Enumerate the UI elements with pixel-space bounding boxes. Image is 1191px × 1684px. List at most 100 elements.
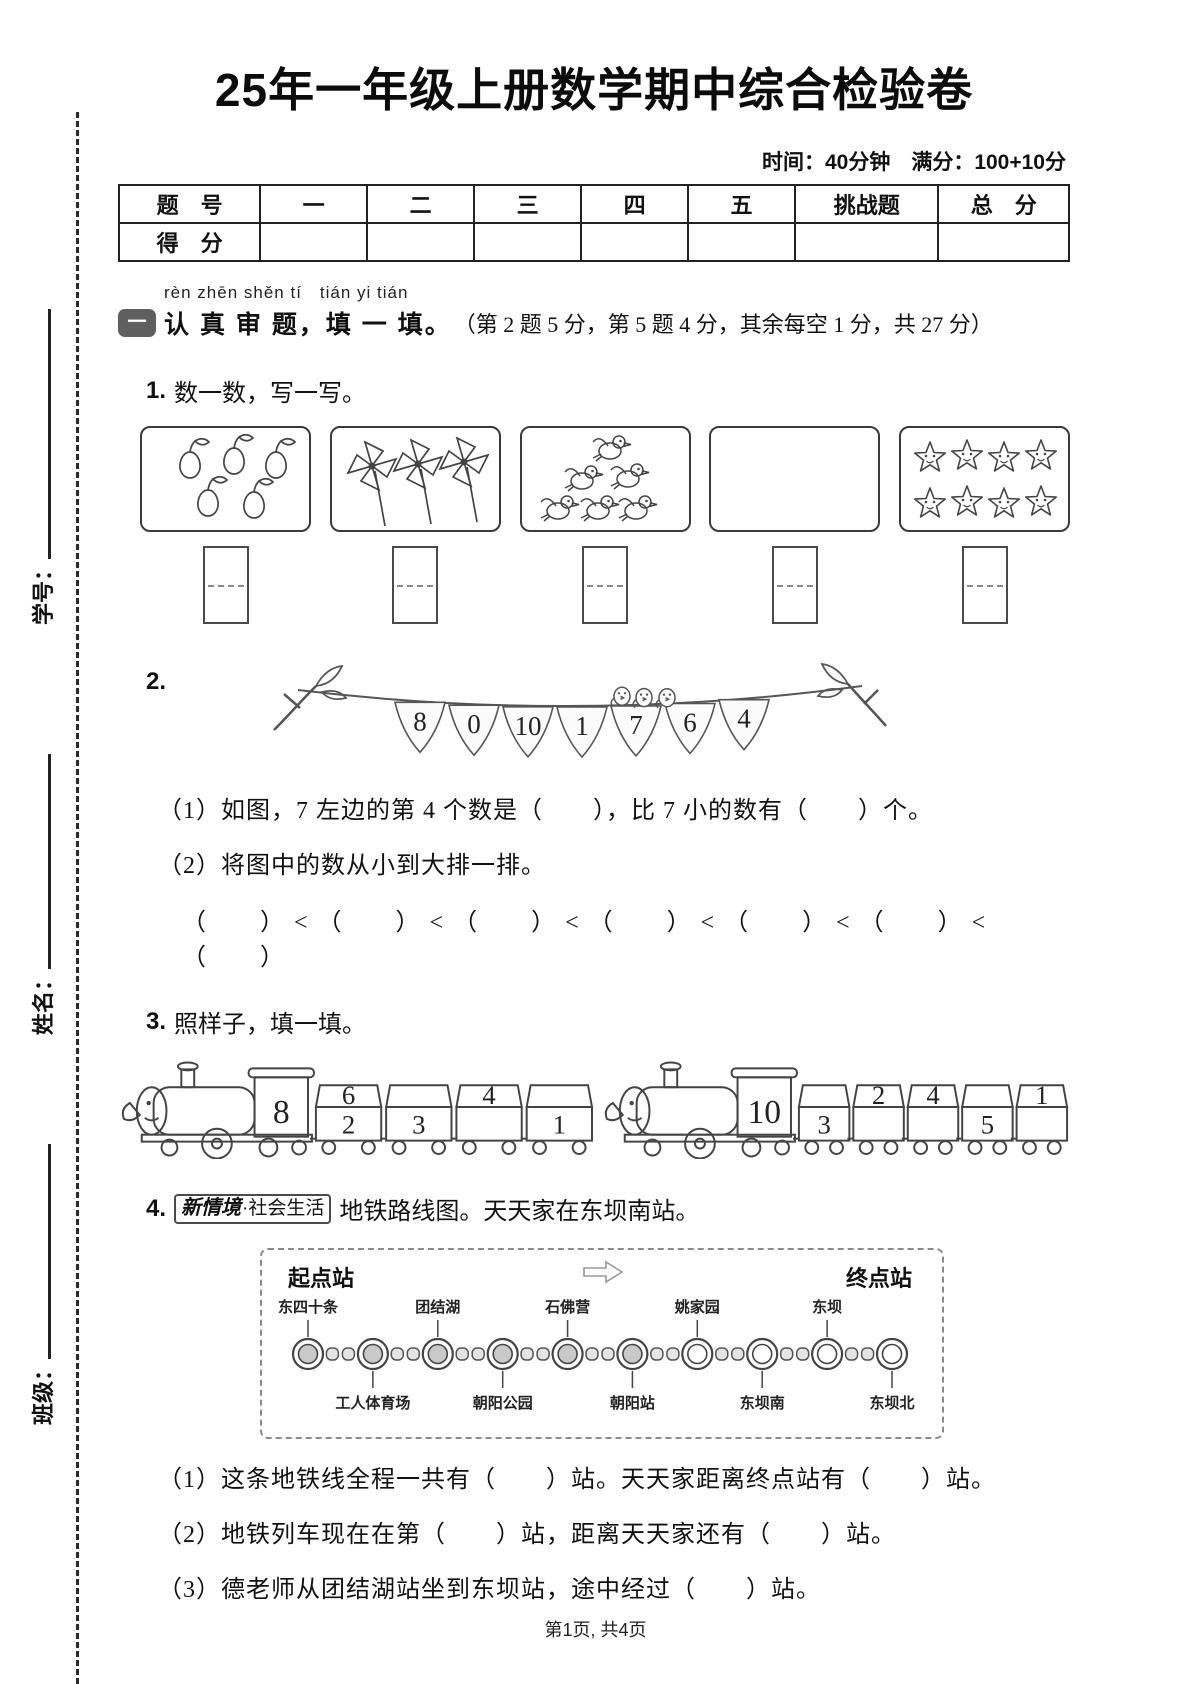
pennant: [610, 705, 663, 758]
car-roof-number: 1: [1035, 1080, 1048, 1110]
rail-link: [520, 1347, 534, 1361]
bird-icon: [563, 465, 603, 492]
rail-link: [715, 1347, 729, 1361]
car-body-number: 1: [553, 1110, 566, 1140]
branch-left-icon: [273, 664, 348, 731]
engine-number: 10: [747, 1094, 781, 1131]
direction-arrow-icon: [583, 1260, 624, 1284]
station-name: 姚家园: [674, 1298, 720, 1316]
train-car: [450, 1084, 523, 1155]
bird-icon: [591, 435, 631, 462]
station-name: 东四十条: [278, 1298, 339, 1316]
pennant: [448, 704, 501, 757]
q4-number: 4.: [146, 1194, 167, 1222]
q2-sub2: （2）将图中的数从小到大排一排。: [158, 853, 546, 879]
star-icon: [951, 485, 983, 516]
answer-write-box: [582, 546, 628, 624]
score-empty-cell: [580, 222, 690, 262]
bird-icon: [539, 495, 579, 522]
chick-on-rope-icon: [632, 687, 653, 709]
score-table-header-cell: 三: [473, 184, 583, 224]
chick-on-rope-icon: [610, 686, 631, 707]
car-roof-number: 6: [342, 1080, 355, 1110]
train-car: [792, 1084, 851, 1155]
start-station-label: 起点站: [287, 1266, 354, 1291]
pinwheel-icon: [392, 438, 444, 525]
pennant: [394, 701, 447, 754]
write-line: [28, 308, 51, 559]
picture-box-stars: [899, 426, 1070, 532]
exam-meta: 时间：40分钟 满分：100+10分: [761, 151, 1066, 174]
picture-box-empty: [709, 426, 881, 532]
q2-order-blanks: （ ） < （ ） < （ ） < （ ） < （ ） < （ ） < （ ）: [182, 910, 988, 971]
score-empty-cell: [794, 222, 940, 262]
station-name: 东坝南: [740, 1394, 785, 1412]
pear-icon: [179, 437, 211, 479]
score-table-header-cell: 二: [366, 184, 476, 224]
star-icon: [1025, 485, 1057, 516]
metro-map-figure: 起点站终点站东四十条工人体育场团结湖朝阳公园石佛营朝阳站姚家园东坝南东坝东坝北: [260, 1248, 944, 1439]
picture-box-pears: [140, 426, 311, 532]
answer-write-box: [961, 546, 1008, 624]
context-badge-strong: 新情境: [181, 1196, 242, 1219]
q1-column-stars: [899, 426, 1070, 624]
branch-right-icon: [816, 662, 887, 727]
q4-header: 4. 新情境·社会生活 地铁路线图。天天家在东坝南站。: [146, 1191, 1070, 1226]
station-name: 东坝北: [869, 1394, 914, 1412]
train-car: [520, 1084, 594, 1155]
score-empty-cell: [473, 222, 583, 262]
pear-icon: [223, 433, 255, 475]
car-body-number: 3: [412, 1110, 425, 1140]
star-icon: [1025, 439, 1057, 470]
q1-column-pinwheels: [329, 426, 501, 624]
rail-link: [731, 1347, 745, 1361]
car-roof-number: 2: [872, 1080, 885, 1110]
pear-icon: [243, 477, 275, 519]
rail-link: [536, 1347, 550, 1361]
write-line: [28, 753, 51, 969]
rail-link: [406, 1347, 421, 1361]
picture-box-birds: [519, 426, 691, 532]
section1-title: 认 真 审 题，填 一 填。: [164, 311, 452, 339]
pinwheel-icon: [346, 440, 398, 527]
pennant: [502, 706, 555, 758]
margin-field-class: 班级：: [26, 1143, 58, 1425]
station-name: 东坝: [812, 1298, 842, 1316]
section1-pinyin: rèn zhēn shěn tí tián yi tián: [164, 283, 409, 302]
score-empty-cell: [366, 222, 476, 262]
rail-link: [779, 1347, 794, 1361]
q2-sub1: （1）如图，7 左边的第 4 个数是（ ），比 7 小的数有（ ）个。: [158, 798, 933, 824]
station-marker-inner: [816, 1343, 838, 1365]
station-name: 团结湖: [415, 1298, 460, 1316]
train-car: [956, 1084, 1014, 1155]
star-icon: [914, 441, 946, 472]
q1-number: 1.: [146, 376, 167, 404]
q4-sub2: （2）地铁列车现在在第（ ）站，距离天天家还有（ ）站。: [158, 1522, 896, 1548]
picture-box-pinwheels: [329, 426, 501, 532]
pennant-number: 7: [629, 710, 643, 740]
rail-link: [860, 1347, 875, 1361]
train-car: [380, 1084, 453, 1155]
rail-link: [471, 1347, 485, 1361]
pennant-number: 6: [683, 708, 697, 738]
score-empty-cell: [259, 222, 369, 262]
rail-link: [844, 1347, 859, 1361]
star-icon: [988, 487, 1020, 518]
section1-note: （第 2 题 5 分，第 5 题 4 分，其余每空 1 分，共 27 分）: [453, 312, 993, 337]
pennant-number: 8: [413, 706, 427, 736]
section1-number-badge: 一: [118, 309, 156, 337]
pennant-number: 1: [575, 711, 589, 741]
answer-write-box: [392, 546, 439, 624]
car-roof-number: 4: [926, 1080, 939, 1110]
station-name: 工人体育场: [335, 1394, 410, 1412]
answer-write-box: [771, 546, 818, 624]
q4-sub3: （3）德老师从团结湖站坐到东坝站，途中经过（ ）站。: [158, 1577, 821, 1603]
station-marker-inner: [881, 1343, 903, 1365]
q4-text: 地铁路线图。天天家在东坝南站。: [339, 1199, 700, 1225]
train-car: [901, 1084, 960, 1155]
margin-field-name: 姓名：: [26, 753, 58, 1035]
